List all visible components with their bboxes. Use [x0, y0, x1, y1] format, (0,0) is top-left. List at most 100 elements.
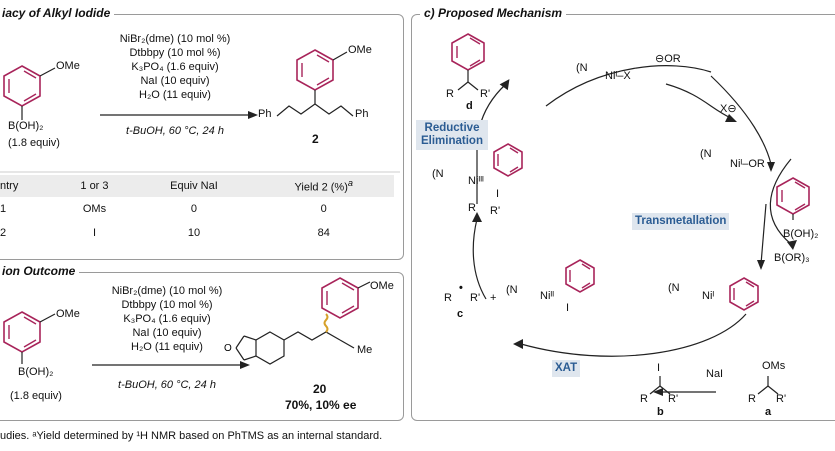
- table-cell: 10: [187, 227, 201, 239]
- footnote: udies. ᵃYield determined by ¹H NMR based…: [0, 430, 383, 442]
- table-cell: 0: [320, 203, 327, 215]
- mesylate-rp: R': [776, 393, 787, 405]
- table-header-equiv-nai: Equiv NaI: [134, 175, 254, 197]
- panel-a-conditions-below: t-BuOH, 60 °C, 24 h: [126, 125, 224, 137]
- product-d-structure: [451, 33, 485, 91]
- panel-a: [0, 14, 404, 260]
- panel-a-product-ome: OMe: [348, 44, 372, 56]
- alkyl-iodide-b-structure: [649, 376, 671, 395]
- ni-i-aryl-label: Niᴵ: [702, 290, 715, 302]
- catalytic-cycle-arrows: [472, 65, 797, 396]
- table-row: 1 OMs 0 0: [0, 197, 394, 221]
- table-header-entry: ntry: [0, 175, 55, 197]
- plus-sign: +: [490, 292, 497, 304]
- cycle-borate-label: B(OR)₃: [774, 252, 810, 264]
- panel-b-condition-line: Dtbbpy (10 mol %): [121, 299, 213, 311]
- panel-a-conditions: NiBr₂(dme) (10 mol %) Dtbbpy (10 mol %) …: [100, 32, 250, 102]
- panel-b-product-me: Me: [357, 344, 373, 356]
- table-header-row: ntry 1 or 3 Equiv NaI Yield 2 (%)a: [0, 175, 394, 197]
- panel-a-table-rule: [0, 171, 400, 173]
- panel-b-reactant-equiv: (1.8 equiv): [10, 390, 62, 402]
- ni-ii-label: Niᴵᴵ: [540, 290, 555, 302]
- panel-a-condition-line: K₃PO₄ (1.6 equiv): [131, 61, 219, 73]
- mesylate-a-structure: [757, 376, 779, 395]
- mesylate-label: a: [765, 406, 772, 418]
- product-d-r: R: [446, 88, 454, 100]
- panel-b-reactant-ome: OMe: [56, 308, 80, 320]
- ni-i-or-ligand: (N: [700, 148, 712, 160]
- mesylate-oms: OMs: [762, 360, 786, 372]
- table-cell: OMs: [82, 203, 107, 215]
- panel-b-title: ion Outcome: [0, 264, 80, 278]
- table-header-yield-sup: a: [347, 178, 353, 189]
- panel-b-condition-line: K₃PO₄ (1.6 equiv): [123, 313, 211, 325]
- x-anion-text: X: [720, 103, 728, 115]
- table-cell: 1: [0, 203, 7, 215]
- panel-a-product-structure: [276, 49, 354, 117]
- svg-text:O: O: [224, 343, 232, 354]
- panel-b-condition-line: H₂O (11 equiv): [131, 341, 203, 353]
- panel-b-reactant-structure: [3, 311, 56, 364]
- ni-i-x-ligand: (N: [576, 62, 588, 74]
- ni-ii-aryl-ring: [565, 259, 595, 293]
- radical-r: R: [444, 292, 452, 304]
- panel-b-condition-line: NiBr₂(dme) (10 mol %): [111, 285, 223, 297]
- panel-a-reactant-ome: OMe: [56, 60, 80, 72]
- panel-b-conditions-below: t-BuOH, 60 °C, 24 h: [118, 379, 216, 391]
- table-header-yield: Yield 2 (%)a: [253, 175, 394, 197]
- alkyl-iodide-i: I: [657, 362, 661, 374]
- panel-a-reactant-equiv: (1.8 equiv): [8, 137, 60, 149]
- table-cell: 0: [190, 203, 198, 215]
- panel-b-product-yield: 70%, 10% ee: [285, 398, 357, 412]
- panel-c-title: c) Proposed Mechanism: [420, 6, 567, 20]
- panel-a-reaction-arrow: [100, 111, 258, 119]
- product-d-label: d: [466, 100, 473, 112]
- ni-ii-iodide: I: [566, 302, 570, 314]
- transmetallation-label: Transmetallation: [632, 213, 730, 230]
- ni-iii-r: R: [468, 202, 476, 214]
- xat-label: XAT: [552, 360, 581, 377]
- ni-iii-iodide: I: [496, 188, 500, 200]
- ni-ii-ligand: (N: [506, 284, 518, 296]
- table-cell: 2: [0, 227, 7, 239]
- table-row: 2 I 10 84: [0, 221, 394, 245]
- ni-iii-ligand: (N: [432, 168, 444, 180]
- panel-a-condition-line: NaI (10 equiv): [140, 75, 210, 87]
- radical-dot: •: [459, 282, 463, 294]
- panel-a-condition-line: NiBr₂(dme) (10 mol %): [119, 33, 231, 45]
- radical-rp: R': [470, 292, 481, 304]
- panel-b: [0, 272, 404, 421]
- ni-iii-aryl-ring: [493, 143, 523, 177]
- table-header-yield-text: Yield 2 (%): [294, 181, 348, 194]
- alkyl-iodide-rp: R': [668, 393, 679, 405]
- panel-b-reactant-boronic: B(OH)₂: [18, 366, 54, 378]
- panel-b-condition-line: NaI (10 equiv): [132, 327, 202, 339]
- panel-a-product-ph-left: Ph: [258, 108, 272, 120]
- reductive-label-line1: Reductive: [424, 122, 480, 134]
- panel-a-reactant-boronic: B(OH)₂: [8, 120, 44, 132]
- cycle-boronic-acid-ring: [776, 177, 810, 220]
- panel-a-condition-line: H₂O (11 equiv): [139, 89, 211, 101]
- cycle-boronic-label: B(OH)₂: [783, 228, 819, 240]
- panel-a-product-number: 2: [312, 132, 319, 146]
- ni-i-aryl-ring: [729, 277, 759, 311]
- ni-i-x-label: Niᴵ–X: [605, 70, 631, 82]
- panel-b-product-structure: O: [224, 277, 371, 365]
- reductive-elimination-label: Reductive Elimination: [416, 120, 488, 150]
- reductive-label-line2: Elimination: [421, 135, 483, 147]
- panel-b-conditions: NiBr₂(dme) (10 mol %) Dtbbpy (10 mol %) …: [92, 284, 242, 354]
- ni-i-aryl-ligand: (N: [668, 282, 680, 294]
- panel-a-reactant-structure: [3, 65, 56, 120]
- panel-b-reaction-arrow: [92, 361, 250, 369]
- table-cell: 84: [317, 227, 330, 239]
- x-anion: X⊖: [720, 103, 737, 115]
- product-d-rp: R': [480, 88, 491, 100]
- panel-a-product-ph-right: Ph: [355, 108, 369, 120]
- panel-b-product-ome: OMe: [370, 280, 394, 292]
- or-anion-text: OR: [664, 53, 681, 65]
- or-anion: ⊖OR: [655, 53, 681, 65]
- radical-label: c: [457, 308, 464, 320]
- panel-a-condition-line: Dtbbpy (10 mol %): [129, 47, 221, 59]
- ni-iii-label: Niᴵᴵᴵ: [468, 175, 484, 187]
- mesylate-r: R: [748, 393, 756, 405]
